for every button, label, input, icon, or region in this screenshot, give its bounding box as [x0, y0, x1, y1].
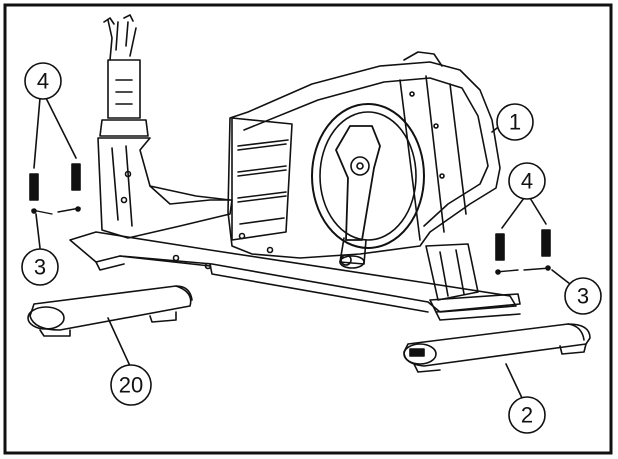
callout-circle-1	[496, 103, 534, 141]
callout-circle-4-right	[508, 162, 546, 200]
callout-label-1: 1	[509, 110, 521, 135]
callout-label-4-left: 4	[37, 69, 49, 94]
leader-2	[505, 363, 523, 399]
callout-label-20: 20	[119, 373, 143, 398]
callout-circle-3-right	[564, 277, 602, 315]
right-hardware	[495, 197, 571, 285]
base-frame	[69, 231, 521, 321]
callout-circle-4-left	[24, 62, 62, 100]
rear-stabilizer	[27, 285, 193, 337]
flywheel-disc	[311, 103, 425, 249]
diagram-frame	[3, 3, 613, 455]
leader-20	[107, 317, 131, 367]
front-stabilizer	[403, 323, 591, 373]
callout-circle-20	[110, 364, 152, 406]
callout-label-3-left: 3	[34, 255, 46, 280]
callout-circle-2	[508, 396, 546, 434]
left-hardware	[29, 97, 81, 249]
callout-label-4-right: 4	[521, 169, 533, 194]
callout-circle-3-left	[21, 248, 59, 286]
callout-label-3-right: 3	[577, 284, 589, 309]
crank-arm	[335, 125, 381, 241]
callout-label-2: 2	[521, 403, 533, 428]
main-housing	[227, 51, 501, 269]
